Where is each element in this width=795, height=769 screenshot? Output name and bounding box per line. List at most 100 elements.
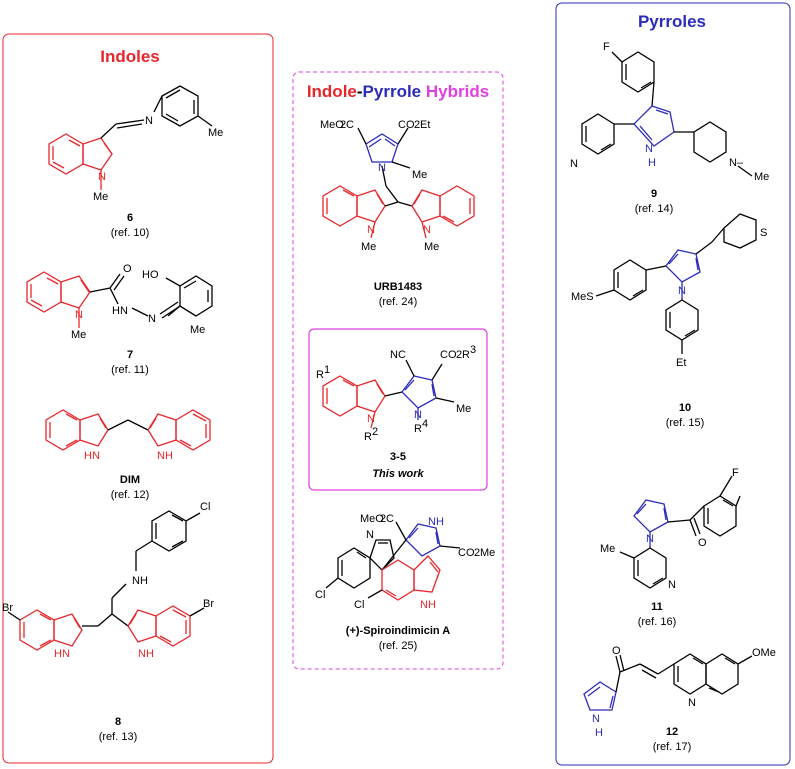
atom-10-s: S: [760, 227, 767, 239]
structure-3-5: [322, 359, 455, 429]
compound-35-note: This work: [372, 468, 424, 480]
structure-urb1483: [322, 127, 475, 239]
atom-8-br-left: Br: [2, 602, 13, 614]
atom-35-co2r3: CO: [440, 349, 457, 361]
atom-10-et: Et: [676, 357, 686, 369]
atom-6-me-n: Me: [93, 191, 108, 203]
atom-urb-co2et-sub: 2: [414, 119, 420, 131]
compound-35-id: 3-5: [390, 451, 406, 463]
atom-7-me: Me: [190, 324, 205, 336]
compound-12-id: 12: [666, 726, 678, 738]
atom-spiro-meo2c-c: C: [386, 513, 394, 525]
pyrroles-title: Pyrroles: [638, 12, 706, 31]
atom-spiro-cl-bottom: Cl: [354, 599, 364, 611]
atom-7-hn: HN: [112, 305, 128, 317]
atom-35-r4-sup: 4: [422, 418, 428, 430]
atom-9-n-piperidine: N–: [729, 157, 744, 169]
atom-8-nh-amine: NH: [132, 575, 148, 587]
atom-8-br-right: Br: [203, 598, 214, 610]
compound-10-ref: (ref. 15): [666, 417, 705, 429]
atom-urb-n-right: N: [423, 224, 431, 236]
atom-urb-meo2c-sub: 2: [340, 119, 346, 131]
atom-urb-n-pyrrole: N: [378, 162, 386, 174]
hybrids-panel-frame: [292, 71, 504, 670]
atom-7-n: N: [148, 313, 156, 325]
compound-7-id: 7: [127, 349, 133, 361]
atom-7-me-n: Me: [71, 329, 86, 341]
atom-urb-meo2c-c: C: [346, 119, 354, 131]
structure-10: [595, 213, 757, 354]
atom-12-n-quinoline: N: [688, 697, 696, 709]
atom-spiro-meo2c: MeO: [360, 513, 384, 525]
atom-spiro-nh-bottom: NH: [420, 599, 436, 611]
compound-dim-ref: (ref. 12): [111, 489, 150, 501]
compound-10-id: 10: [679, 402, 691, 414]
hybrids-title-sep: -: [357, 82, 363, 101]
atom-35-co2r3-supe: 3: [470, 344, 476, 356]
hybrids-title-indole: Indole: [307, 82, 357, 101]
atom-urb-meo2c: MeO: [320, 119, 344, 131]
atom-10-mes: MeS: [571, 291, 594, 303]
compound-9-id: 9: [651, 188, 657, 200]
hybrids-title-hybrids: Hybrids: [421, 82, 489, 101]
atom-12-h-pyrrole: H: [595, 727, 603, 739]
compound-11-ref: (ref. 16): [638, 616, 677, 628]
compound-spiro-id: (+)-Spiroindimicin A: [346, 625, 450, 637]
compound-8-id: 8: [115, 716, 121, 728]
atom-9-f: F: [603, 41, 610, 53]
atom-9-h-pyrrole: H: [648, 157, 656, 169]
atom-35-co2r3-sub: 2: [456, 349, 462, 361]
hybrids-title-pyrrole: Pyrrole: [363, 82, 422, 101]
atom-urb-me-left: Me: [361, 241, 376, 253]
compound-11-id: 11: [651, 601, 663, 613]
atom-35-co2r3-r: R: [462, 349, 470, 361]
atom-10-n: N: [678, 285, 686, 297]
atom-dim-nh: NH: [157, 450, 173, 462]
structure-dim: [45, 409, 211, 451]
compound-8-ref: (ref. 13): [99, 731, 138, 743]
atom-35-r2: R: [364, 431, 372, 443]
atom-6-n-ring: N: [98, 171, 106, 183]
atom-9-n-pyridine: N: [570, 158, 578, 170]
atom-35-r2-sup: 2: [372, 426, 378, 438]
hybrids-title: Indole-Pyrrole Hybrids: [307, 82, 489, 101]
compound-12-ref: (ref. 17): [653, 741, 692, 753]
atom-35-r4: R: [414, 423, 422, 435]
this-work-frame: [308, 328, 488, 491]
atom-urb-me-right: Me: [424, 241, 439, 253]
atom-urb-co2et: CO: [398, 119, 415, 131]
atom-9-me: Me: [754, 171, 769, 183]
atom-6-n-imine: N: [145, 115, 153, 127]
atom-spiro-cl-top: Cl: [315, 589, 325, 601]
structure-8: [7, 510, 205, 651]
atom-35-me: Me: [456, 403, 471, 415]
atom-spiro-co2me-sub: 2: [474, 547, 480, 559]
atom-7-n-ring: N: [75, 309, 83, 321]
structure-9: [581, 51, 753, 177]
atom-11-o: O: [698, 537, 707, 549]
structure-6: [48, 85, 213, 190]
indoles-title: Indoles: [100, 47, 160, 66]
compound-9-ref: (ref. 14): [635, 203, 674, 215]
compound-7-ref: (ref. 11): [111, 364, 149, 376]
atom-11-f: F: [732, 467, 739, 479]
atom-35-r1-sup: 1: [324, 364, 330, 376]
atom-urb-n-left: N: [367, 224, 375, 236]
atom-6-me-aryl: Me: [208, 127, 223, 139]
atom-9-n-pyrrole: N: [645, 143, 653, 155]
compound-urb-id: URB1483: [374, 281, 422, 293]
atom-spiro-nh: NH: [428, 516, 444, 528]
atom-8-nh: NH: [138, 648, 154, 660]
atom-11-me: Me: [600, 543, 615, 555]
compound-spiro-ref: (ref. 25): [379, 640, 418, 652]
pyrroles-panel-frame: [555, 2, 791, 766]
compound-urb-ref: (ref. 24): [379, 296, 418, 308]
atom-12-o: O: [612, 645, 621, 657]
atom-35-n-indole: N: [367, 413, 375, 425]
atom-urb-co2et-et: Et: [420, 119, 430, 131]
atom-8-hn: HN: [54, 648, 70, 660]
structure-7: [26, 271, 213, 328]
atom-spiro-n-top: N: [366, 529, 374, 541]
atom-11-n-pyrrole: N: [646, 533, 654, 545]
